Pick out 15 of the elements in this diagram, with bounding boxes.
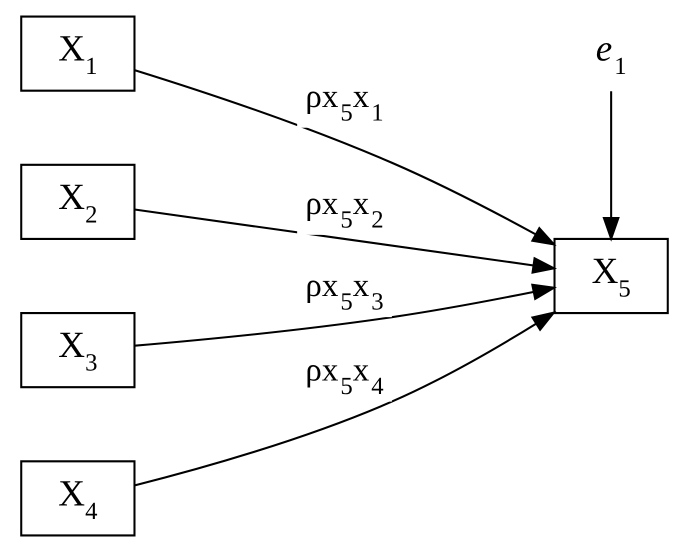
edge-label: ρx$_{5}$x$_{3}$ bbox=[305, 268, 384, 316]
arrow bbox=[134, 284, 557, 347]
node-box: X$_{5}$ bbox=[554, 238, 669, 314]
edge-label: ρx$_{5}$x$_{1}$ bbox=[305, 78, 384, 126]
node-box: X$_{2}$ bbox=[20, 164, 136, 240]
arrow bbox=[134, 311, 556, 486]
node-text: e$_{1}$ bbox=[596, 28, 627, 80]
arrow bbox=[134, 69, 557, 246]
edge-label: ρx$_{5}$x$_{4}$ bbox=[305, 352, 384, 400]
arrow bbox=[602, 91, 620, 242]
node-box: X$_{3}$ bbox=[20, 312, 136, 388]
arrow bbox=[134, 208, 558, 274]
node-box: X$_{4}$ bbox=[20, 460, 136, 536]
node-box: X$_{1}$ bbox=[20, 16, 136, 92]
edge-label: ρx$_{5}$x$_{2}$ bbox=[305, 186, 384, 234]
